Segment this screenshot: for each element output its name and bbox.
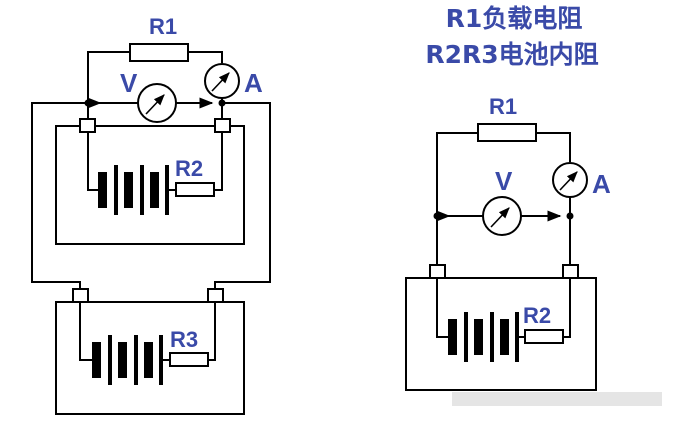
left-r3-label: R3 [170, 327, 198, 352]
left-r1-label: R1 [149, 14, 177, 39]
right-circuit: R1 A V R2 [405, 94, 611, 391]
left-r3-resistor [169, 352, 209, 367]
right-r2-resistor [524, 329, 564, 344]
legend-line-2: R2R3电池内阻 [425, 40, 598, 69]
left-terminal-icon [79, 118, 96, 133]
right-battery-box [405, 277, 597, 391]
right-voltmeter-label: V [495, 166, 513, 196]
right-r2-label: R2 [523, 303, 551, 328]
left-battery-box-bottom [55, 301, 245, 415]
left-r1-resistor [129, 43, 189, 62]
left-circuit: R1 A V [31, 14, 271, 415]
left-battery-icon [98, 165, 169, 215]
left-terminal-icon [207, 288, 224, 303]
left-terminal-icon [72, 288, 89, 303]
right-terminal-icon [429, 264, 446, 279]
right-terminal-icon [562, 264, 579, 279]
watermark-strip [452, 392, 662, 406]
legend: R1负载电阻 R2R3电池内阻 [425, 4, 598, 69]
left-battery-box-top [55, 125, 245, 245]
left-r2-label: R2 [175, 156, 203, 181]
left-battery-icon [92, 335, 163, 385]
left-terminal-icon [214, 118, 231, 133]
left-ammeter-label: A [244, 68, 263, 98]
right-battery-icon [448, 312, 519, 362]
left-r2-resistor [175, 182, 215, 197]
right-ammeter-label: A [592, 169, 611, 199]
right-r1-resistor [477, 123, 537, 142]
left-voltmeter-label: V [120, 68, 138, 98]
legend-line-1: R1负载电阻 [446, 4, 583, 33]
right-r1-label: R1 [489, 94, 517, 119]
